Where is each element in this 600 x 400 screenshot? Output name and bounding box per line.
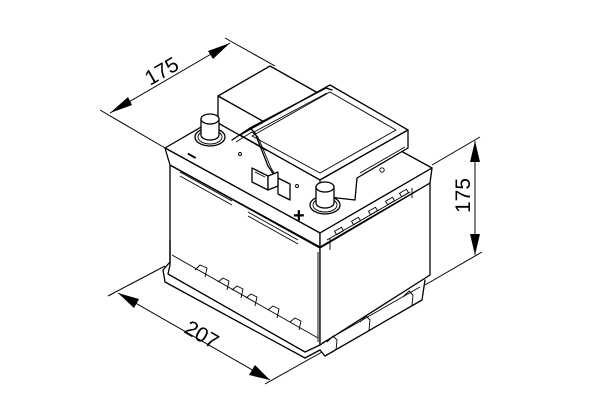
cover-slot (359, 146, 406, 174)
side-groove (247, 211, 299, 241)
extension-line-length-right (264, 351, 323, 385)
side-groove (247, 215, 299, 245)
extension-line-depth-left (99, 109, 166, 149)
arrowhead-icon (249, 365, 270, 380)
handle-frame-top (249, 87, 333, 129)
cover-indicator (379, 167, 385, 173)
rivet (295, 184, 299, 188)
arrowhead-icon (110, 97, 132, 113)
rivet (238, 152, 242, 156)
arrowhead-icon (470, 141, 480, 162)
dimension-height: 175 (424, 136, 483, 286)
terminal-post-top (315, 181, 335, 193)
vent-strip (326, 188, 413, 250)
battery-body (162, 164, 431, 359)
extension-line-height-top (431, 136, 481, 166)
terminal-post-top (200, 113, 220, 125)
base-notches-right (326, 290, 414, 351)
handle-frame-left (231, 127, 281, 185)
positive-symbol-icon: + (293, 205, 305, 227)
latch-clip (277, 177, 291, 201)
terminal-post (315, 186, 335, 209)
dimension-label-height: 175 (452, 178, 475, 213)
arrowhead-icon (118, 293, 139, 308)
terminal-post (200, 118, 220, 141)
positive-terminal (309, 181, 341, 215)
side-groove (179, 171, 233, 202)
battery-lid (164, 65, 433, 250)
cover-panel-inset (251, 91, 397, 174)
dimension-label-length: 207 (181, 316, 223, 353)
arrowhead-icon (470, 234, 480, 255)
extension-line-depth-right (224, 37, 276, 67)
battery-base-left (162, 239, 321, 359)
arrowhead-icon (208, 43, 230, 59)
handle-frame-inner (253, 92, 328, 133)
dimension-label-depth: 175 (141, 53, 183, 90)
extension-line-height-bottom (424, 251, 483, 286)
extension-line-length-left (107, 265, 166, 297)
negative-terminal (194, 113, 226, 147)
latch-clip (267, 171, 279, 191)
dimension-line-length (117, 292, 271, 381)
side-groove (179, 175, 233, 206)
latch-detail (254, 171, 266, 178)
base-notches-left (194, 264, 302, 331)
battery-base-right (319, 279, 426, 357)
